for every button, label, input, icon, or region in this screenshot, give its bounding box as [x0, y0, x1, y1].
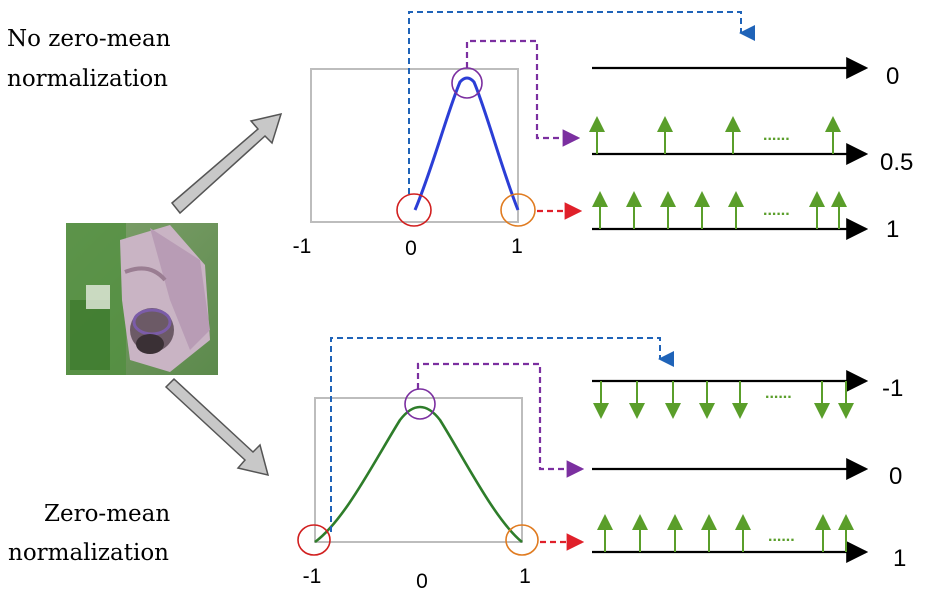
top-tick-1: 1: [511, 235, 523, 258]
arrow-to-bottom-panel: [164, 377, 270, 477]
top-output-value-0: 0: [886, 63, 899, 90]
top-purple-connector: [465, 39, 581, 147]
top-circle-peak: [451, 67, 483, 99]
top-panel: -1 0 1 0 ...... 0.5 ...... 1: [293, 11, 913, 260]
bottom-ellipsis-one: ......: [768, 528, 795, 545]
bottom-method-label-line2: normalization: [8, 540, 169, 566]
bottom-circle-peak: [404, 388, 436, 420]
bottom-output-value-neg1: -1: [882, 375, 903, 402]
top-blue-connector: [408, 11, 755, 194]
arrow-to-top-panel: [170, 112, 283, 215]
bottom-purple-connector: [416, 362, 585, 478]
bottom-ellipsis-neg1: ......: [765, 385, 792, 402]
bottom-tick-1: 1: [519, 565, 531, 588]
top-method-label-line2: normalization: [7, 66, 168, 92]
bottom-method-label-line1: Zero-mean: [44, 501, 170, 527]
bottom-tick-neg1: -1: [303, 565, 322, 588]
top-tick-0: 0: [405, 237, 417, 260]
top-circle-zero: [396, 193, 432, 227]
top-ellipsis-one: ......: [763, 202, 790, 219]
input-image: [66, 223, 218, 375]
top-output-value-1: 1: [886, 216, 899, 243]
bottom-spikes-one: [597, 514, 854, 552]
bottom-spikes-neg1: [593, 381, 854, 419]
top-method-label-line1: No zero-mean: [7, 26, 171, 52]
top-spikes-one: [592, 191, 847, 229]
top-tick-neg1: -1: [293, 235, 312, 258]
top-spikes-half: [589, 116, 841, 154]
top-output-value-half: 0.5: [880, 149, 913, 176]
bottom-activation-curve: [314, 405, 523, 544]
bottom-circle-one: [505, 524, 539, 556]
bottom-output-value-1: 1: [893, 545, 906, 572]
bottom-blue-connector: [330, 337, 674, 532]
top-circle-one: [500, 193, 536, 227]
top-activation-curve: [413, 76, 520, 211]
bottom-output-value-0: 0: [889, 463, 902, 490]
bottom-plot-box: [314, 397, 523, 543]
bottom-panel: -1 0 1 ...... -1 0 ...... 1: [297, 337, 906, 593]
top-ellipsis-half: ......: [763, 127, 790, 144]
top-plot-box: [310, 68, 519, 223]
bottom-circle-neg1: [297, 524, 331, 556]
bottom-tick-0: 0: [416, 570, 428, 593]
